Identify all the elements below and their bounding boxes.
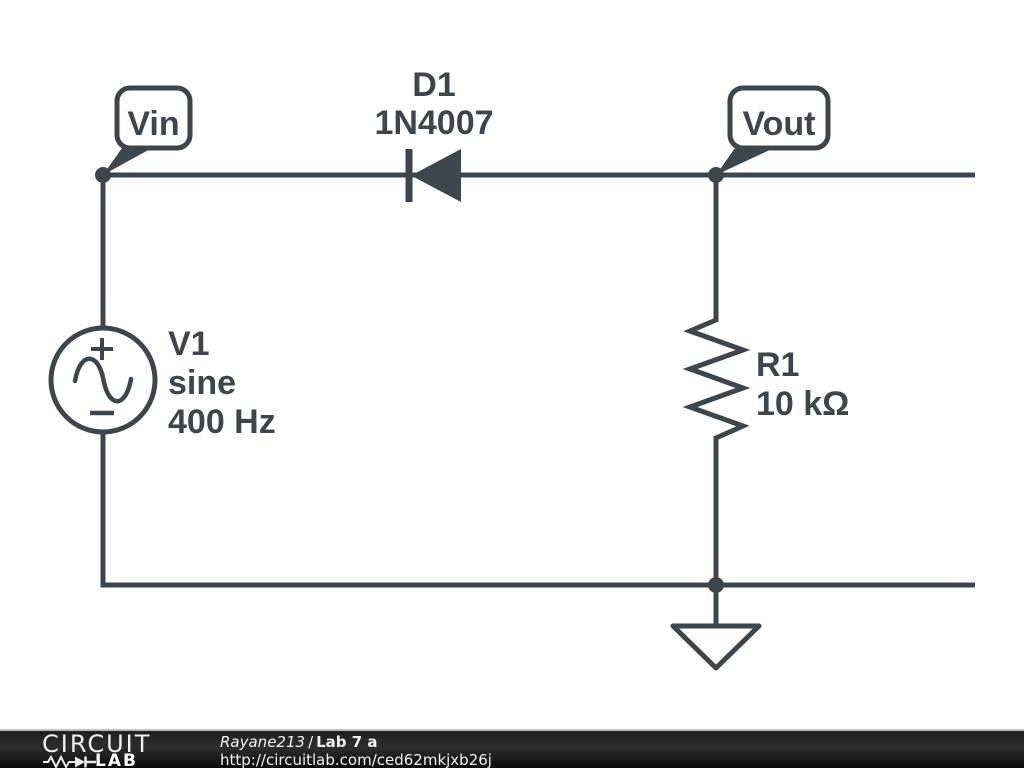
net-label-vout: Vout (742, 105, 815, 143)
diode-value-label: 1N4007 (374, 104, 493, 142)
resistor-zigzag (682, 317, 751, 441)
top-wire[interactable] (100, 172, 975, 329)
net-label-vin: Vin (127, 105, 179, 143)
source-type-label: sine (168, 364, 236, 402)
net-flag-vin[interactable]: Vin (103, 85, 193, 175)
resistor-diode-icon (43, 754, 96, 768)
component-voltage-source-v1[interactable]: V1 sine 400 Hz (48, 325, 276, 441)
flag-tail (716, 148, 774, 175)
logo-lab-text: LAB (95, 751, 138, 768)
logo-bottom-row: LAB (42, 753, 151, 768)
circuit-url[interactable]: http://circuitlab.com/ced62mkjxb26j (220, 751, 492, 768)
net-flag-vout[interactable]: Vout (716, 85, 831, 175)
flag-box (727, 85, 831, 151)
resistor-ref-label: R1 (756, 346, 799, 384)
diode-anode-triangle (411, 149, 461, 202)
author-name[interactable]: Rayane213 (220, 733, 306, 751)
schematic-canvas: D1 1N4007 V1 sine 400 Hz R1 10 kΩ (48, 66, 975, 671)
node-dot-ground (708, 577, 724, 593)
source-frequency-label: 400 Hz (168, 403, 276, 441)
component-resistor-r1[interactable]: R1 10 kΩ (682, 317, 849, 441)
separator-slash: / (308, 733, 314, 751)
plus-sign-icon (91, 338, 113, 360)
footer-textblock: Rayane213/Lab 7 a http://circuitlab.com/… (220, 733, 492, 768)
flag-tail (103, 148, 152, 175)
circuit-title: Lab 7 a (316, 733, 378, 751)
component-diode-d1[interactable]: D1 1N4007 (374, 66, 494, 202)
bottom-wire[interactable] (100, 431, 975, 588)
logo-circuit-text: CIRCUIT (42, 730, 152, 758)
sine-wave-icon (72, 356, 134, 404)
resistor-value-label: 10 kΩ (756, 385, 849, 423)
source-ref-label: V1 (168, 325, 210, 363)
footer-bar: CIRCUIT LAB Rayane213/Lab 7 a http://cir… (0, 729, 1024, 768)
flag-box (114, 85, 193, 151)
ground-symbol[interactable] (670, 623, 762, 671)
circuit-byline: Rayane213/Lab 7 a (220, 733, 492, 751)
ground-triangle (670, 623, 762, 671)
diode-ref-label: D1 (412, 66, 455, 104)
circuitlab-logo: CIRCUIT LAB (42, 732, 151, 768)
